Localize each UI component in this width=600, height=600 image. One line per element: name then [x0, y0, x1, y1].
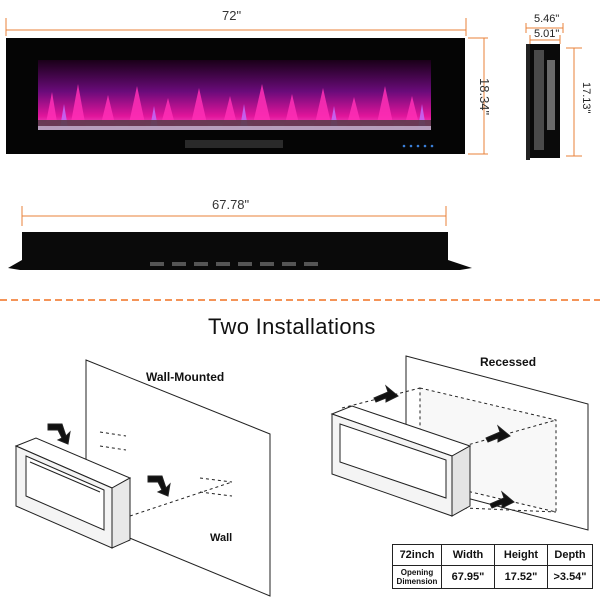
recessed-diagram [330, 355, 589, 531]
wall-label: Wall [210, 532, 233, 544]
side-height-label: 17.13" [580, 82, 592, 114]
recessed-label: Recessed [480, 355, 537, 369]
spec-value-width: 67.95" [441, 565, 495, 589]
bottom-width-label: 67.78" [212, 197, 250, 212]
spec-value-depth: >3.54" [547, 565, 593, 589]
fireplace-side-view [526, 44, 560, 160]
spec-value-row: Opening Dimension 67.95" 17.52" >3.54" [392, 565, 593, 589]
depth-outer-label: 5.46" [534, 13, 560, 25]
spec-header-height: Height [494, 544, 548, 566]
depth-dimension-lines [525, 23, 582, 157]
fireplace-front [6, 38, 465, 154]
width-label: 72" [222, 8, 242, 23]
bottom-width-dimension-line [21, 206, 447, 226]
spec-row-label: Opening Dimension [392, 565, 442, 589]
section-title: Two Installations [208, 314, 376, 339]
fireplace-bottom-view [8, 232, 472, 270]
control-panel [185, 140, 283, 148]
spec-header-depth: Depth [547, 544, 593, 566]
spec-header-row: 72inch Width Height Depth [392, 544, 593, 566]
spec-model: 72inch [392, 544, 442, 566]
width-dimension-line [5, 18, 467, 36]
spec-header-width: Width [441, 544, 495, 566]
depth-inner-label: 5.01" [534, 28, 560, 40]
height-dimension-line [468, 37, 488, 155]
wall-mounted-diagram [14, 359, 271, 597]
spec-table: 72inch Width Height Depth Opening Dimens… [392, 544, 593, 589]
spec-value-height: 17.52" [494, 565, 548, 589]
log-bed [38, 120, 431, 130]
height-label: 18.34" [477, 78, 492, 116]
wall-mounted-label: Wall-Mounted [146, 370, 225, 384]
indicator-lights [402, 144, 434, 148]
